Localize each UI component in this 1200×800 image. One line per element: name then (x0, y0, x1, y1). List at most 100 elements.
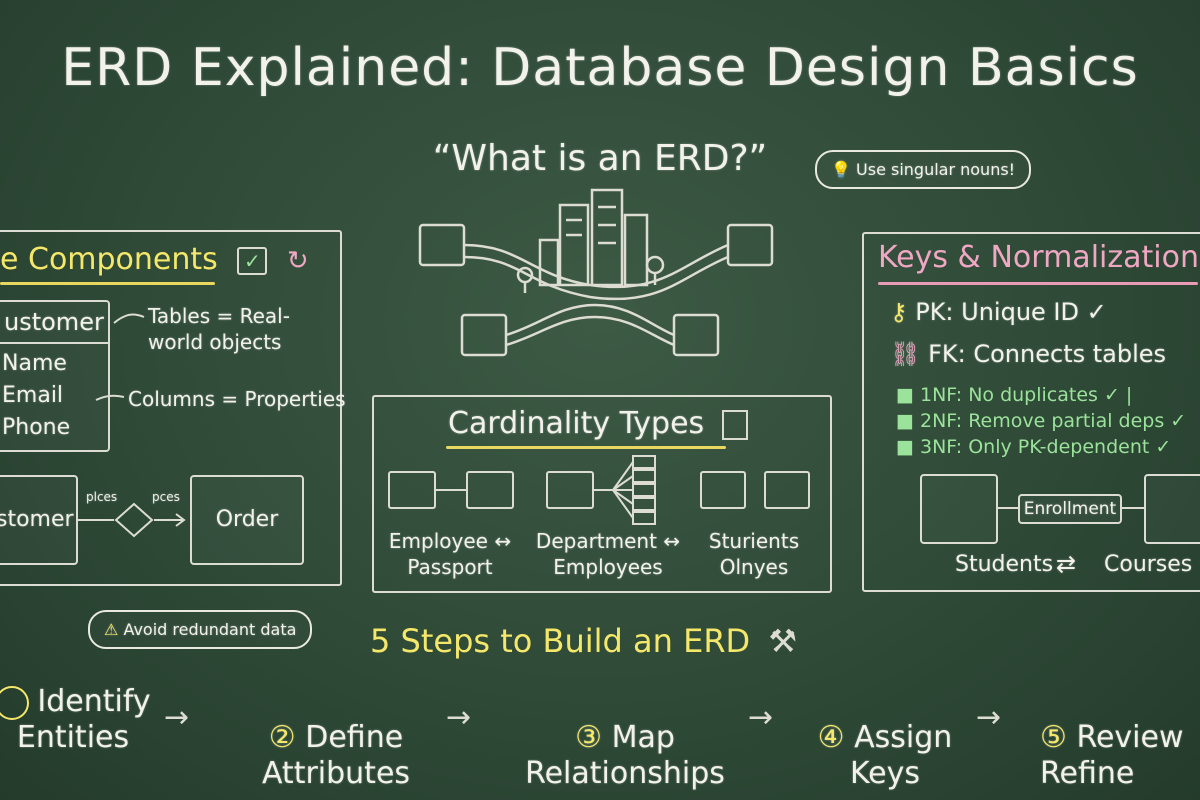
step-arrow-4: → (976, 700, 1002, 735)
keys-underline (878, 282, 1198, 285)
step-5: ⑤ Review Refine (1040, 684, 1200, 792)
nf-3: ■ 3NF: Only PK-dependent ✓ (896, 436, 1172, 458)
note-columns: Columns = Properties (128, 387, 346, 411)
pk-text: PK: Unique ID ✓ (915, 298, 1107, 326)
many-to-many-right (764, 471, 810, 509)
column-phone: Phone (2, 415, 71, 440)
key-icon: ⚷ (890, 298, 908, 326)
keys-panel (862, 232, 1200, 592)
warning-bubble: ⚠ Avoid redundant data (88, 610, 313, 649)
components-heading: e Components ✓ ↻ (0, 242, 309, 277)
step-3-label: ③ Map Relationships (510, 684, 740, 792)
cardinality-diagrams (388, 455, 810, 525)
steps-heading-text: 5 Steps to Build an ERD (370, 622, 751, 660)
step-arrow-2: → (446, 700, 472, 735)
steps-heading: 5 Steps to Build an ERD ⚒ (370, 622, 797, 660)
step-1: Identify Entities (0, 684, 158, 756)
relationship-verb-left: plces (86, 490, 118, 504)
step-5-number: ⑤ (1040, 720, 1067, 755)
customer-entity-label: stomer (0, 507, 74, 532)
relationship-verb-right: pces (152, 490, 180, 504)
components-underline (0, 282, 215, 285)
students-entity-box (920, 474, 998, 544)
column-email: Email (2, 383, 64, 408)
cardinality-underline (446, 446, 726, 449)
cardinality-2-line1: Department ↔ (535, 529, 681, 553)
step-3-number: ③ (575, 720, 603, 755)
keys-heading: Keys & Normalization (878, 240, 1199, 275)
step-1-text: Identify Entities (16, 684, 151, 755)
city-roads-illustration (418, 188, 774, 357)
step-3: ③ Map Relationships (510, 684, 740, 792)
nf-1: ■ 1NF: No duplicates ✓ | (896, 384, 1133, 406)
step-4-label: ④ Assign Keys (800, 684, 970, 792)
step-1-label: Identify Entities (0, 684, 158, 756)
step-2: ② Define Attributes (236, 684, 436, 792)
cardinality-item-3: Sturients Olnyes (694, 528, 814, 580)
nf-3-text: 3NF: Only PK-dependent ✓ (920, 436, 1172, 458)
cardinality-3-line1: Sturients (708, 529, 800, 553)
cardinality-2-line2: Employees (553, 555, 663, 579)
courses-entity-box (1144, 474, 1200, 544)
order-entity-label: Order (215, 507, 279, 532)
many-to-many-arrows: ⇄ (1056, 550, 1077, 578)
step-arrow-3: → (748, 700, 774, 735)
cardinality-heading-text: Cardinality Types (448, 406, 705, 441)
entity-box-top-right (726, 223, 774, 267)
customer-table-name: ustomer (0, 302, 108, 344)
tip-bubble: 💡 Use singular nouns! (815, 150, 1032, 189)
components-panel (0, 230, 342, 586)
tools-icon: ⚒ (768, 622, 798, 660)
courses-label: Courses (1104, 552, 1193, 577)
warning-text: Avoid redundant data (123, 620, 297, 639)
cardinality-heading: Cardinality Types (448, 406, 748, 441)
annotation-lines (95, 313, 145, 401)
customer-table: ustomer Name Email Phone (0, 300, 110, 452)
junction-lines (996, 507, 1144, 509)
step-4-number: ④ (817, 720, 845, 755)
relationship-diamond (78, 502, 186, 538)
components-heading-text: e Components (0, 242, 218, 277)
link-icon: ⛓ (890, 340, 921, 368)
page-title: ERD Explained: Database Design Basics (61, 38, 1139, 98)
one-to-one-left (388, 471, 436, 509)
order-entity-box: Order (190, 475, 304, 565)
note-tables: Tables = Real- world objects (148, 304, 290, 354)
entity-box-bottom-right (672, 313, 720, 357)
fk-text: FK: Connects tables (928, 340, 1167, 368)
customer-columns: Name Email Phone (0, 344, 108, 448)
cardinality-item-2: Department ↔ Employees (528, 528, 688, 580)
step-5-text: Review Refine (1040, 720, 1184, 791)
step-2-number: ② (268, 720, 296, 755)
step-arrow-1: → (164, 700, 190, 735)
entity-box-bottom-left (460, 313, 508, 357)
customer-entity-box: stomer (0, 475, 78, 565)
cardinality-3-line2: Olnyes (719, 555, 789, 579)
one-to-many-left (546, 471, 594, 509)
step-2-text: Define Attributes (261, 720, 411, 791)
fk-row: ⛓ FK: Connects tables (890, 340, 1166, 368)
warning-icon: ⚠ (104, 620, 119, 639)
cardinality-1-line2: Passport (407, 555, 493, 579)
step-4: ④ Assign Keys (800, 684, 970, 792)
pk-row: ⚷ PK: Unique ID ✓ (890, 298, 1107, 326)
step-3-text: Map Relationships (525, 720, 725, 791)
checkbox-icon: ✓ (237, 246, 268, 275)
note-icon (721, 409, 748, 440)
nf-list: ■ 1NF: No duplicates ✓ | ■ 2NF: Remove p… (896, 382, 1186, 460)
many-to-many-left (700, 471, 746, 509)
step-5-label: ⑤ Review Refine (1040, 684, 1200, 792)
step-1-number (0, 685, 30, 720)
cardinality-1-line1: Employee ↔ (388, 529, 512, 553)
nf-1-text: 1NF: No duplicates ✓ | (920, 384, 1133, 406)
students-label: Students (955, 552, 1054, 577)
tip-text: Use singular nouns! (856, 160, 1016, 179)
cardinality-item-1: Employee ↔ Passport (385, 528, 515, 580)
enrollment-junction: Enrollment (1018, 494, 1122, 524)
nf-2-text: 2NF: Remove partial deps ✓ (920, 410, 1187, 432)
subtitle: “What is an ERD?” (432, 138, 768, 179)
cycle-icon: ↻ (286, 246, 309, 276)
step-4-text: Assign Keys (849, 720, 953, 791)
lightbulb-icon: 💡 (831, 160, 851, 179)
nf-2: ■ 2NF: Remove partial deps ✓ (896, 410, 1187, 432)
